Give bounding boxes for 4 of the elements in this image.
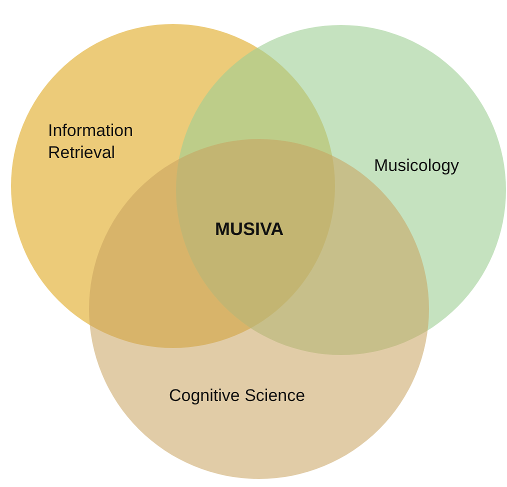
set-label: Musicology <box>374 155 460 177</box>
set-label: Information Retrieval <box>48 120 134 164</box>
intersection-label: MUSIVA <box>215 219 284 240</box>
set-label: Cognitive Science <box>169 385 306 407</box>
